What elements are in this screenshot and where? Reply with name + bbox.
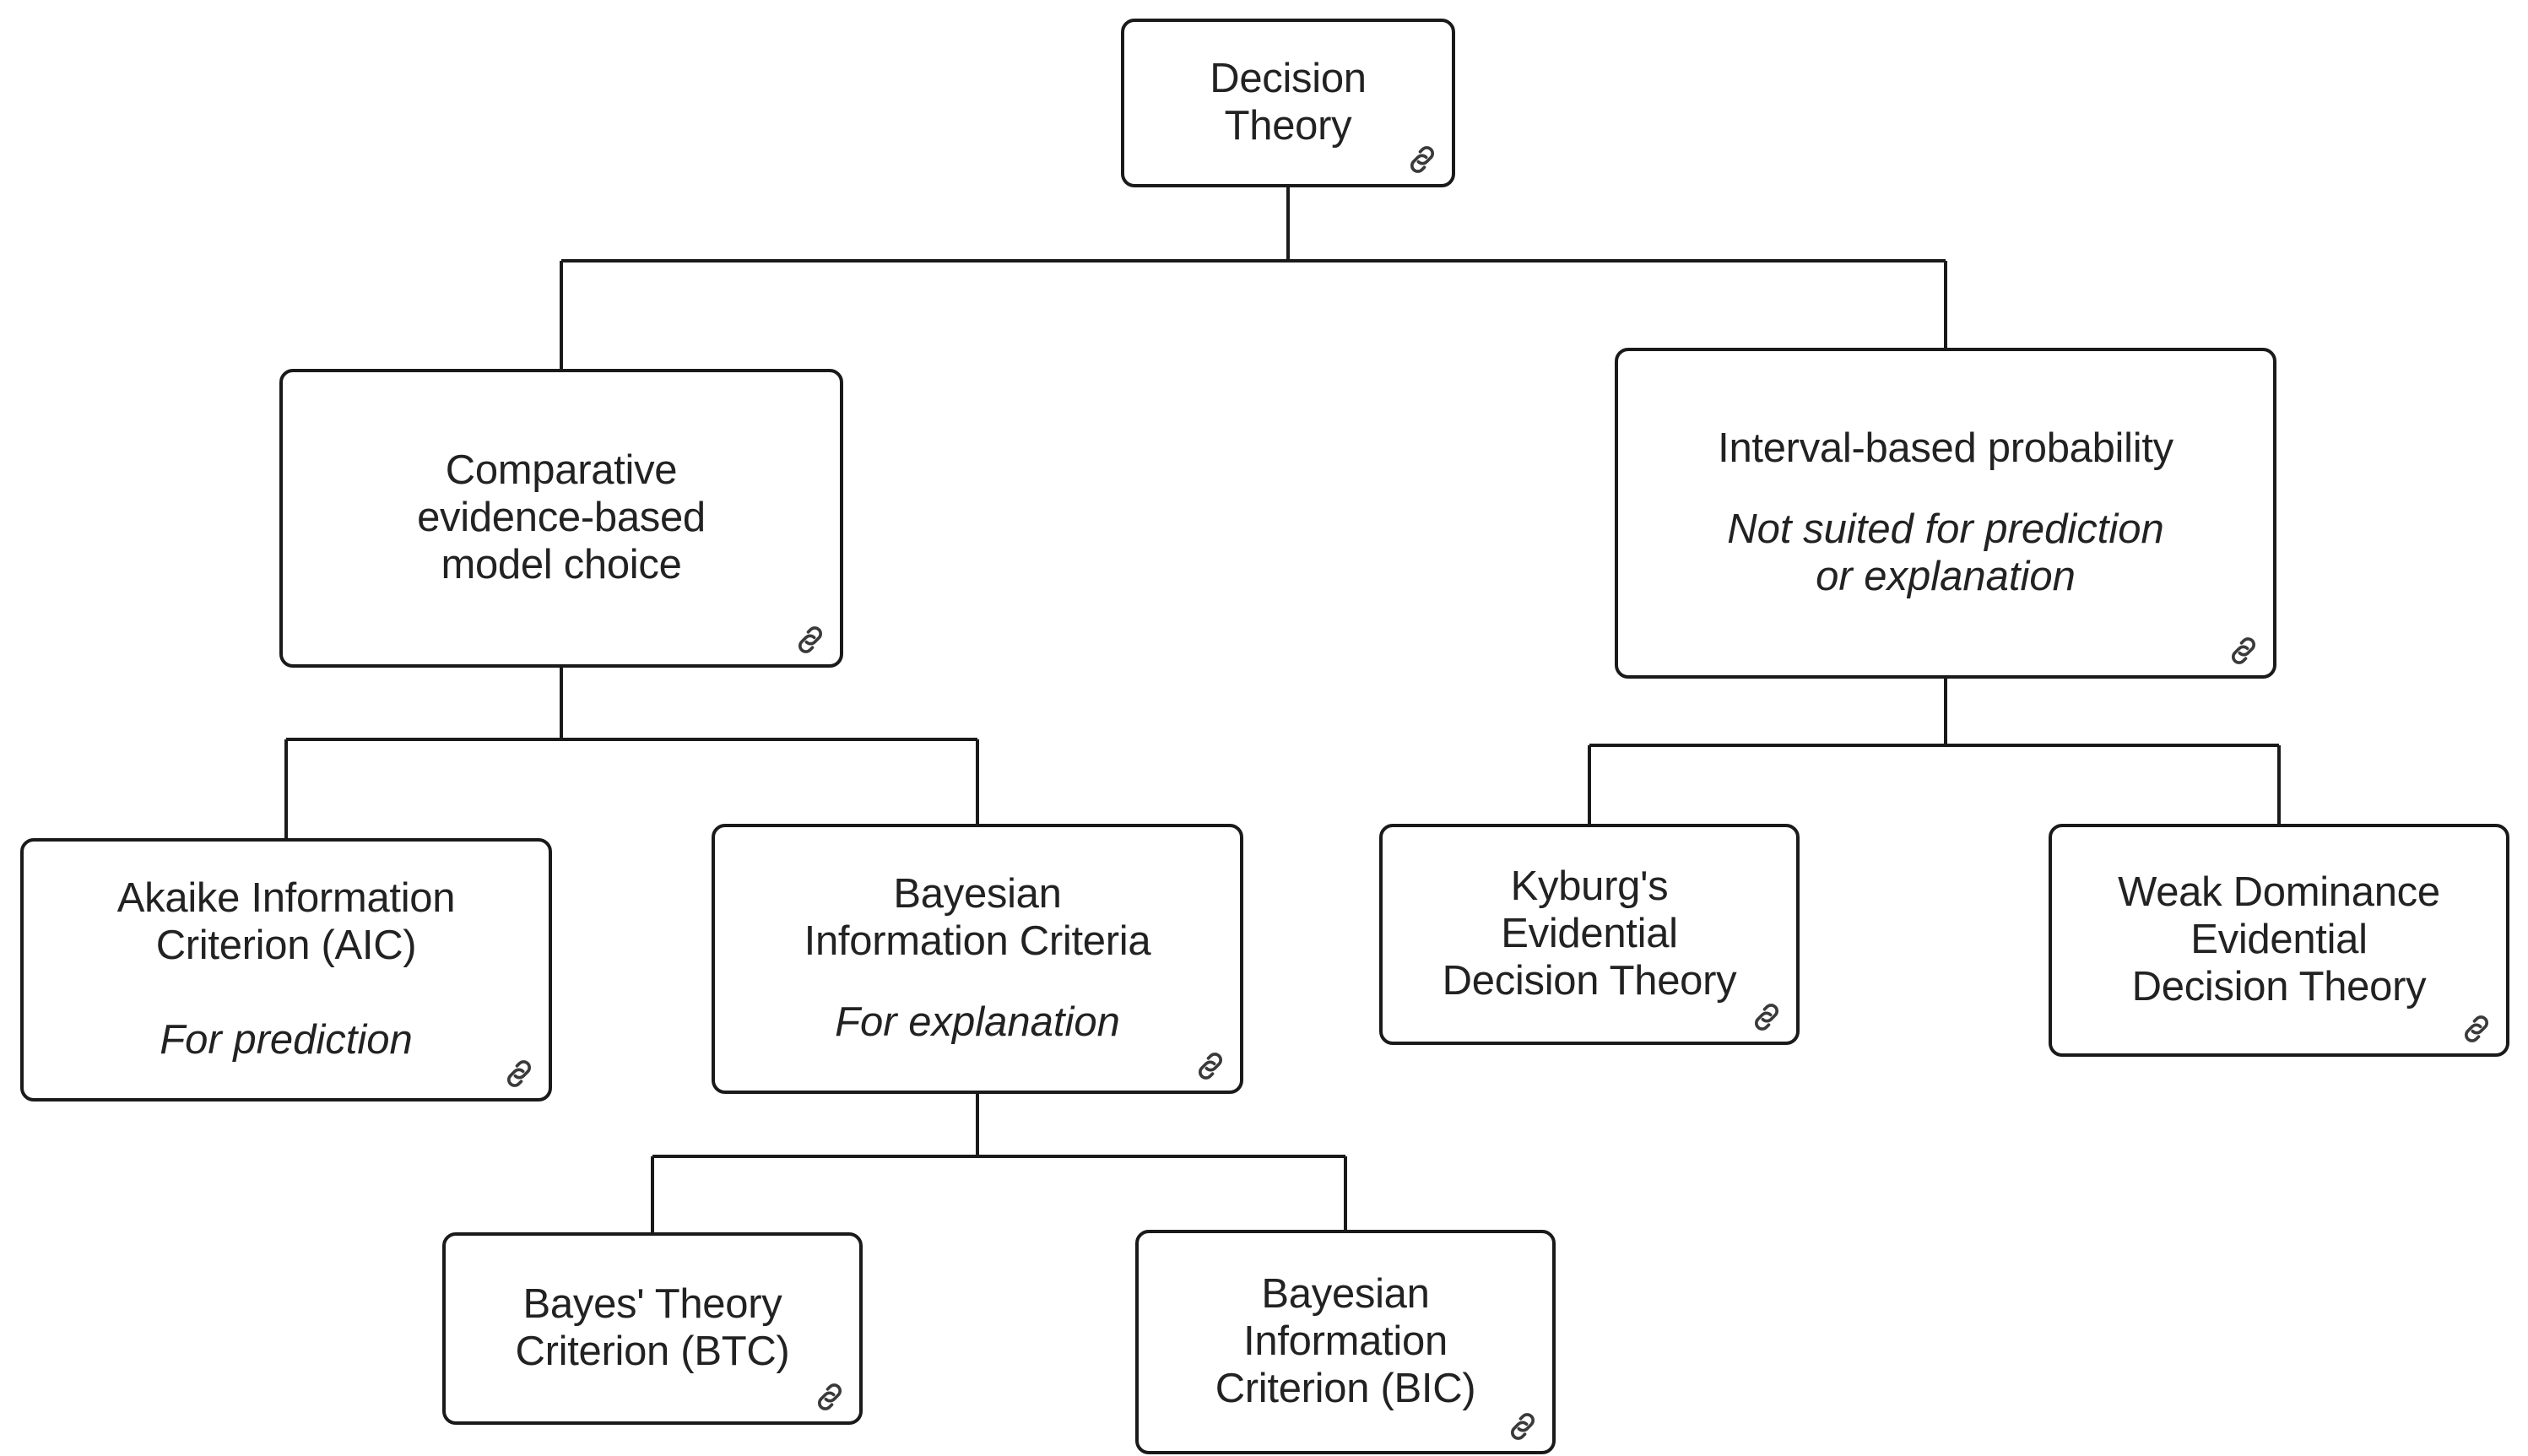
link-icon[interactable] — [1503, 1407, 1542, 1446]
node-title: Bayesian Information Criterion (BIC) — [1215, 1271, 1476, 1411]
node-note: Not suited for prediction or explanation — [1727, 506, 2164, 599]
node-kyburgs-evidential-decision-theory[interactable]: Kyburg's Evidential Decision Theory — [1379, 824, 1800, 1045]
node-weak-dominance-evidential-decision-theory[interactable]: Weak Dominance Evidential Decision Theor… — [2049, 824, 2509, 1057]
node-title: Interval-based probability — [1718, 425, 2173, 472]
node-title: Kyburg's Evidential Decision Theory — [1442, 863, 1737, 1004]
node-title: Bayesian Information Criteria — [804, 871, 1151, 965]
link-icon[interactable] — [2224, 631, 2263, 670]
node-comparative-evidence-based-model-choice[interactable]: Comparative evidence-based model choice — [279, 369, 843, 668]
link-icon[interactable] — [1191, 1047, 1230, 1085]
link-icon[interactable] — [1403, 140, 1442, 179]
node-title: Comparative evidence-based model choice — [417, 447, 706, 587]
node-bayes-theory-criterion[interactable]: Bayes' Theory Criterion (BTC) — [442, 1232, 863, 1425]
node-note: For prediction — [160, 1016, 413, 1063]
link-icon[interactable] — [2457, 1009, 2496, 1048]
node-title: Bayes' Theory Criterion (BTC) — [515, 1281, 790, 1374]
node-bayesian-information-criterion[interactable]: Bayesian Information Criterion (BIC) — [1135, 1230, 1556, 1454]
link-icon[interactable] — [1747, 998, 1786, 1037]
link-icon[interactable] — [810, 1378, 849, 1416]
node-decision-theory[interactable]: Decision Theory — [1121, 19, 1455, 187]
node-title: Weak Dominance Evidential Decision Theor… — [2118, 869, 2440, 1009]
node-akaike-information-criterion[interactable]: Akaike Information Criterion (AIC) For pr… — [20, 838, 552, 1101]
node-title: Decision Theory — [1210, 56, 1367, 149]
link-icon[interactable] — [791, 620, 830, 659]
link-icon[interactable] — [500, 1054, 539, 1093]
node-title: Akaike Information Criterion (AIC) — [116, 875, 456, 969]
node-note: For explanation — [835, 999, 1120, 1045]
